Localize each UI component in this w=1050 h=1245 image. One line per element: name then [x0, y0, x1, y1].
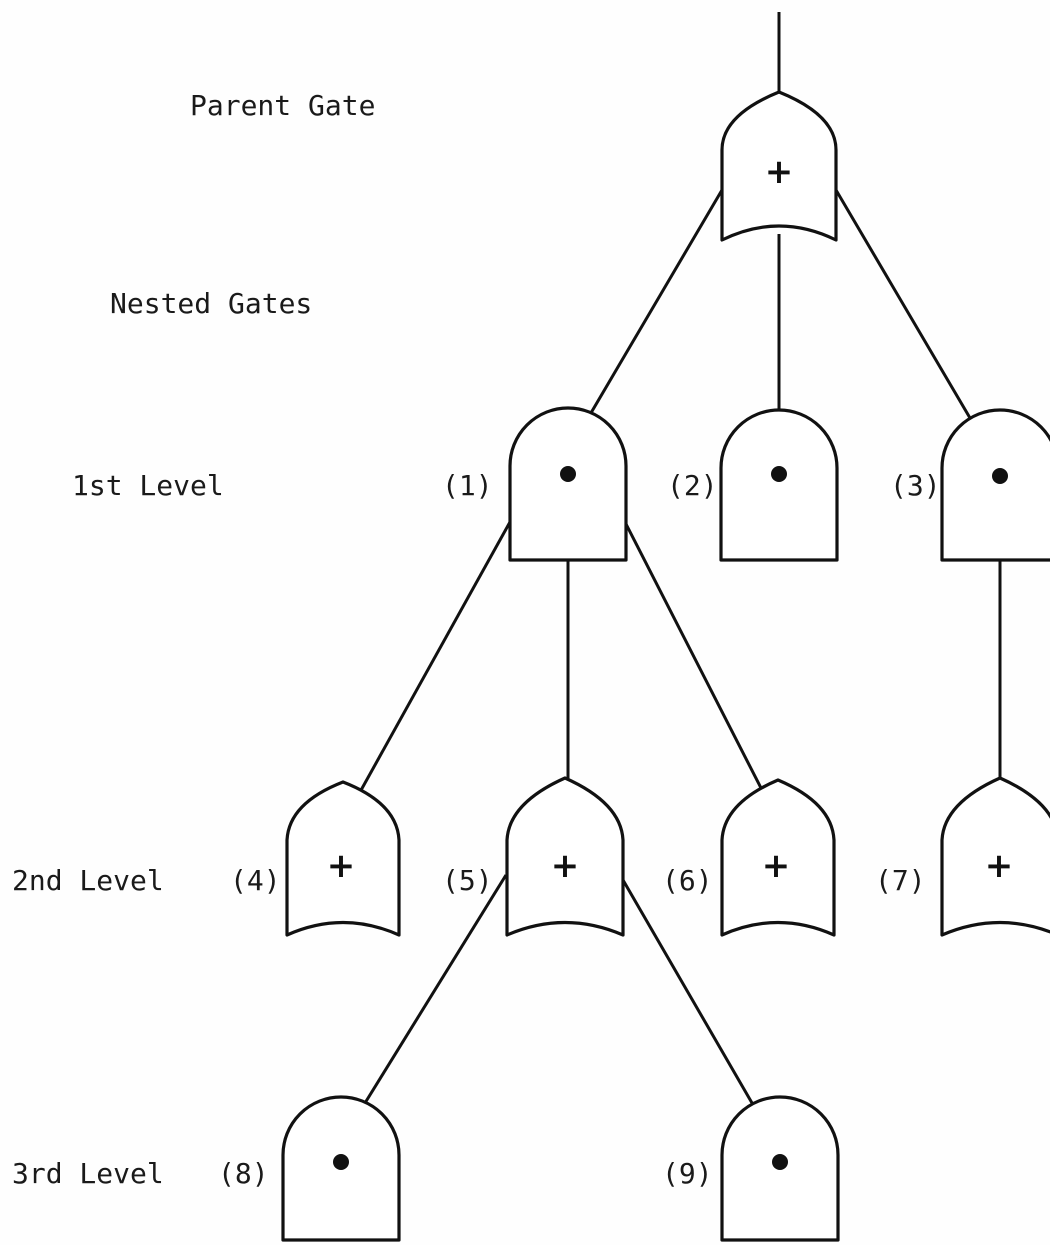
gate-2-label: (2) — [667, 469, 718, 502]
gate-6-label: (6) — [662, 864, 713, 897]
gate-9-label: (9) — [662, 1157, 713, 1190]
gate-3-and: (3) — [890, 408, 1050, 562]
gate-1-label: (1) — [442, 469, 493, 502]
and-symbol-dot — [333, 1154, 349, 1170]
gate-4-or: + (4) — [230, 780, 401, 937]
gate-2-and: (2) — [667, 408, 839, 562]
gate-8-label: (8) — [218, 1157, 269, 1190]
gate-6-symbol: + — [762, 846, 791, 886]
and-symbol-dot — [772, 1154, 788, 1170]
gate-7-or: + (7) — [875, 776, 1050, 937]
wire-g1-to-g6 — [623, 521, 764, 791]
gate-7-symbol: + — [985, 846, 1014, 886]
gate-7-label: (7) — [875, 864, 926, 897]
level-1-label: 1st Level — [72, 469, 224, 502]
gate-6-or: + (6) — [662, 778, 836, 937]
gate-3-label: (3) — [890, 469, 941, 502]
gate-4-label: (4) — [230, 864, 281, 897]
wire-g5-to-g9 — [621, 879, 754, 1104]
gate-9-and: (9) — [662, 1095, 840, 1242]
level-2-label: 2nd Level — [12, 864, 164, 897]
wire-g1-to-g4 — [358, 521, 512, 793]
wire-parent-to-g1 — [586, 189, 724, 419]
nested-gates-label: Nested Gates — [110, 287, 312, 320]
and-symbol-dot — [771, 466, 787, 482]
gate-5-label: (5) — [442, 864, 493, 897]
gate-4-symbol: + — [327, 846, 356, 886]
gate-5-symbol: + — [551, 846, 580, 886]
parent-or-gate: + — [720, 90, 838, 242]
wire-g5-to-g8 — [363, 874, 508, 1104]
gate-8-and: (8) — [218, 1095, 401, 1242]
parent-gate-symbol: + — [765, 152, 794, 192]
gate-5-or: + (5) — [442, 776, 625, 937]
parent-gate-label: Parent Gate — [190, 89, 375, 122]
and-symbol-dot — [992, 468, 1008, 484]
connection-lines — [358, 12, 1002, 1104]
and-symbol-dot — [560, 466, 576, 482]
wire-parent-to-g3 — [834, 189, 972, 419]
gate-1-and: (1) — [442, 406, 628, 562]
level-3-label: 3rd Level — [12, 1157, 164, 1190]
